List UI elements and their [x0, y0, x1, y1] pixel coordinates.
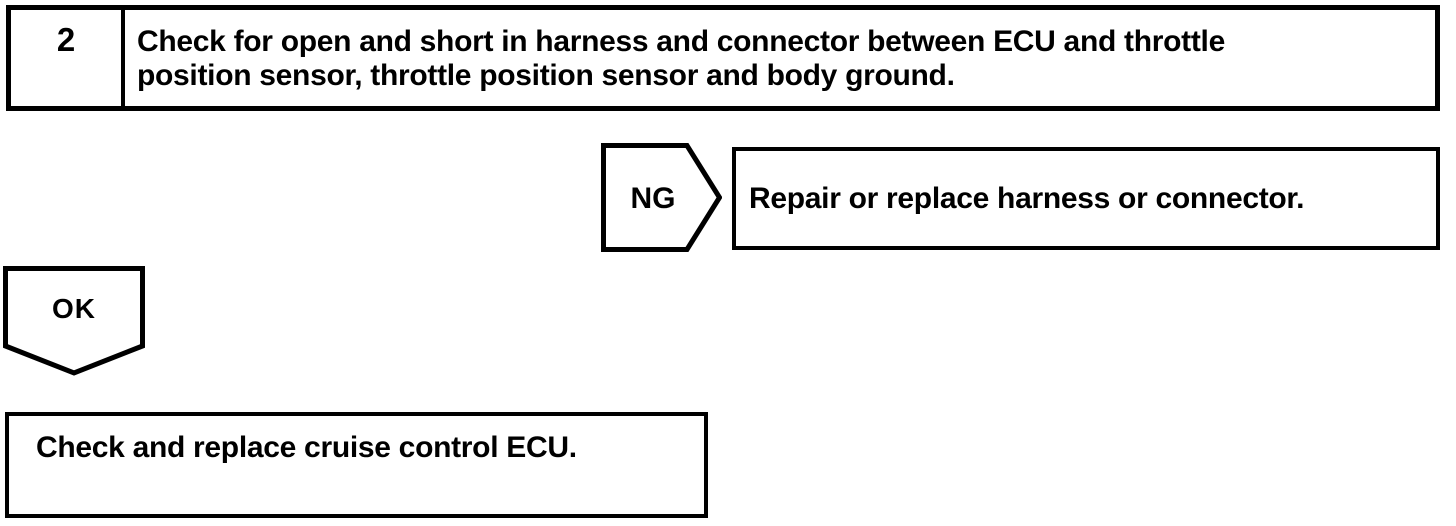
final-action-box: Check and replace cruise control ECU.	[5, 412, 708, 518]
step-description-line2: position sensor, throttle position senso…	[137, 59, 955, 92]
step-number-cell: 2	[11, 10, 125, 106]
repair-action-text: Repair or replace harness or connector.	[749, 181, 1305, 215]
step-number: 2	[56, 21, 76, 58]
ok-pentagon-shape	[3, 266, 145, 376]
repair-action-box: Repair or replace harness or connector.	[732, 147, 1440, 250]
step-description-line1: Check for open and short in harness and …	[137, 25, 1225, 58]
ng-pentagon: NG	[601, 143, 722, 252]
final-action-text: Check and replace cruise control ECU.	[36, 431, 577, 464]
ng-pentagon-shape	[601, 143, 722, 252]
step-box: 2 Check for open and short in harness an…	[6, 5, 1440, 111]
step-description: Check for open and short in harness and …	[125, 10, 1233, 106]
ok-label: OK	[52, 293, 96, 324]
ok-pentagon: OK	[3, 266, 145, 376]
ng-label: NG	[631, 182, 676, 215]
